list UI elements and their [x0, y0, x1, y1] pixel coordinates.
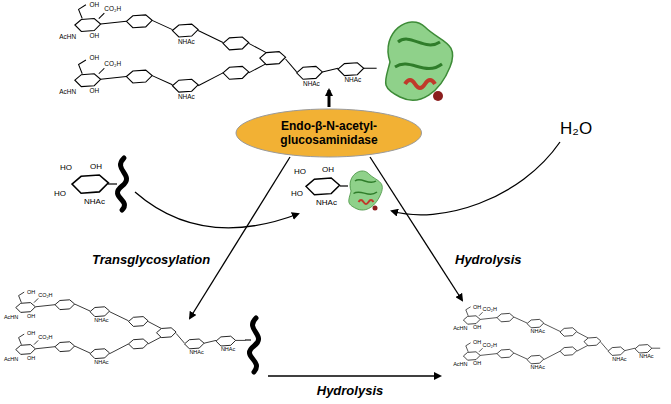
atom-label: CO₂H [104, 6, 121, 12]
atom-label: NHAc [612, 357, 626, 363]
atom-label: NHAc [303, 81, 320, 87]
atom-label: HO [294, 168, 306, 176]
atom-label: NHAc [178, 94, 195, 100]
reagent-label: H₂O [560, 120, 592, 137]
atom-label: NHAc [531, 365, 545, 371]
atom-label: OH [322, 166, 334, 174]
atom-label: AcHN [4, 315, 18, 321]
atom-label: AcHN [59, 34, 76, 40]
atom-label: NHAc [221, 347, 235, 353]
atom-label: NHAc [84, 198, 105, 206]
atom-label: NHAc [178, 39, 195, 45]
atom-label: OH [90, 2, 100, 8]
atom-label: OH [27, 290, 35, 296]
atom-label: HO [54, 190, 66, 198]
reaction-label: Hydrolysis [317, 384, 383, 397]
atom-label: HO [291, 190, 303, 198]
atom-label: CO₂H [38, 335, 52, 341]
atom-label: AcHN [4, 357, 18, 363]
atom-label: OH [473, 340, 481, 346]
atom-label: NHAc [344, 77, 361, 83]
atom-label: CO₂H [104, 61, 121, 67]
atom-label: AcHN [59, 89, 76, 95]
atom-label: NHAc [639, 354, 653, 360]
atom-label: OH [27, 356, 35, 362]
atom-label: HO [60, 164, 72, 172]
atom-label: OH [90, 33, 100, 39]
atom-label: OH [473, 325, 481, 331]
reaction-label: Transglycosylation [92, 253, 210, 266]
atom-label: OH [90, 88, 100, 94]
atom-label: AcHN [453, 326, 467, 332]
atom-label: NHAc [94, 360, 108, 366]
atom-label: AcHN [453, 362, 467, 368]
atom-label: CO₂H [483, 307, 497, 313]
reaction-label: Hydrolysis [455, 253, 521, 266]
atom-label: OH [90, 163, 102, 171]
atom-label: CO₂H [38, 293, 52, 299]
atom-label: NHAc [94, 318, 108, 324]
atom-label: OH [473, 305, 481, 311]
atom-label: NHAc [316, 199, 337, 207]
atom-label: NHAc [531, 329, 545, 335]
enzyme-name: Endo-β-N-acetyl- glucosaminidase [267, 119, 392, 148]
enzyme-ellipse: Endo-β-N-acetyl- glucosaminidase [235, 108, 423, 158]
atom-label: CO₂H [483, 343, 497, 349]
atom-label: NHAc [189, 350, 203, 356]
atom-label: OH [90, 55, 100, 61]
atom-label: OH [473, 361, 481, 367]
atom-label: OH [27, 314, 35, 320]
atom-label: OH [27, 331, 35, 337]
